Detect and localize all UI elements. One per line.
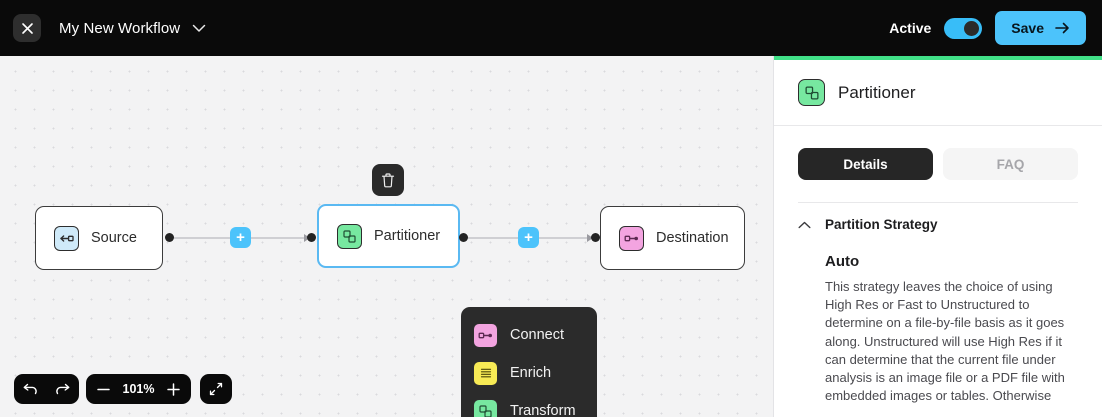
strategy-name: Auto: [825, 253, 860, 270]
node-source-label: Source: [91, 230, 137, 246]
destination-glyph-icon: [624, 235, 638, 241]
node-destination[interactable]: Destination: [600, 206, 745, 270]
trash-icon: [381, 172, 395, 187]
tab-details-label: Details: [843, 156, 888, 172]
undo-icon: [23, 383, 37, 395]
active-toggle[interactable]: [944, 17, 983, 39]
destination-input-handle[interactable]: [591, 233, 600, 242]
workflow-title-dropdown[interactable]: [192, 24, 206, 33]
panel-title: Partitioner: [838, 82, 916, 102]
toggle-knob: [964, 20, 980, 36]
partitioner-input-handle[interactable]: [307, 233, 316, 242]
partitioner-output-handle[interactable]: [459, 233, 468, 242]
partitioner-icon: [798, 79, 825, 106]
close-button[interactable]: [13, 14, 41, 42]
transform-glyph-icon: [479, 404, 492, 417]
add-node-inline-2[interactable]: +: [518, 227, 539, 248]
top-bar: My New Workflow Active Save: [0, 0, 1102, 56]
fit-view-control: [200, 374, 232, 404]
tab-faq[interactable]: FAQ: [943, 148, 1078, 180]
minus-icon: [97, 388, 110, 390]
partitioner-glyph-icon: [804, 85, 819, 100]
node-source[interactable]: Source: [35, 206, 163, 270]
menu-item-transform-label: Transform: [510, 403, 576, 417]
arrow-right-icon: [1055, 22, 1069, 34]
node-destination-label: Destination: [656, 230, 729, 246]
edge-arrow-2: [587, 234, 593, 242]
active-label: Active: [889, 20, 932, 36]
panel-accent-bar: [774, 56, 1102, 60]
panel-tabs: Details FAQ: [774, 126, 1102, 180]
menu-item-transform[interactable]: Transform: [461, 392, 597, 417]
destination-icon: [619, 225, 644, 251]
history-controls: [14, 374, 79, 404]
node-partitioner[interactable]: Partitioner: [317, 204, 460, 268]
partitioner-glyph-icon: [343, 229, 356, 243]
add-node-inline-1[interactable]: +: [230, 227, 251, 248]
workflow-canvas[interactable]: Source + Partitioner +: [0, 56, 773, 417]
node-type-menu: Connect Enrich Transform: [461, 307, 597, 417]
zoom-level-value: 101%: [122, 382, 155, 396]
connect-glyph-icon: [478, 332, 492, 338]
zoom-in-button[interactable]: [167, 374, 180, 404]
save-button[interactable]: Save: [995, 11, 1086, 45]
redo-button[interactable]: [46, 374, 78, 404]
source-output-handle[interactable]: [165, 233, 174, 242]
save-button-label: Save: [1011, 20, 1044, 36]
fit-view-icon: [209, 382, 223, 396]
menu-item-connect-label: Connect: [510, 327, 565, 343]
add-node-inline-2-label: +: [524, 229, 533, 246]
undo-button[interactable]: [14, 374, 46, 404]
zoom-out-button[interactable]: [97, 374, 110, 404]
close-icon: [21, 22, 33, 34]
source-glyph-icon: [59, 234, 74, 242]
workflow-title: My New Workflow: [59, 19, 181, 37]
partition-strategy-section-header[interactable]: Partition Strategy: [774, 203, 1102, 232]
partition-strategy-title: Partition Strategy: [825, 217, 938, 232]
panel-divider: [798, 202, 1078, 203]
add-node-inline-1-label: +: [236, 229, 245, 246]
node-partitioner-label: Partitioner: [374, 228, 441, 244]
partitioner-icon: [337, 223, 362, 249]
redo-icon: [55, 383, 69, 395]
menu-item-enrich-label: Enrich: [510, 365, 552, 381]
zoom-controls: 101%: [86, 374, 191, 404]
tab-details[interactable]: Details: [798, 148, 933, 180]
top-bar-actions: Active Save: [889, 11, 1086, 45]
chevron-up-icon: [798, 221, 811, 228]
plus-icon: [167, 382, 180, 396]
strategy-description: This strategy leaves the choice of using…: [825, 279, 1065, 404]
chevron-down-icon: [193, 24, 206, 32]
enrich-icon: [473, 360, 498, 386]
tab-faq-label: FAQ: [996, 156, 1025, 172]
details-panel: Partitioner Details FAQ Partition Strate…: [773, 56, 1102, 417]
enrich-glyph-icon: [480, 368, 491, 378]
delete-node-button[interactable]: [372, 164, 404, 196]
panel-header: Partitioner: [774, 60, 1102, 126]
source-icon: [54, 225, 79, 251]
menu-item-enrich[interactable]: Enrich: [461, 354, 597, 392]
transform-icon: [473, 398, 498, 417]
menu-item-connect[interactable]: Connect: [461, 316, 597, 354]
connect-icon: [473, 322, 498, 348]
fit-view-button[interactable]: [209, 374, 223, 404]
